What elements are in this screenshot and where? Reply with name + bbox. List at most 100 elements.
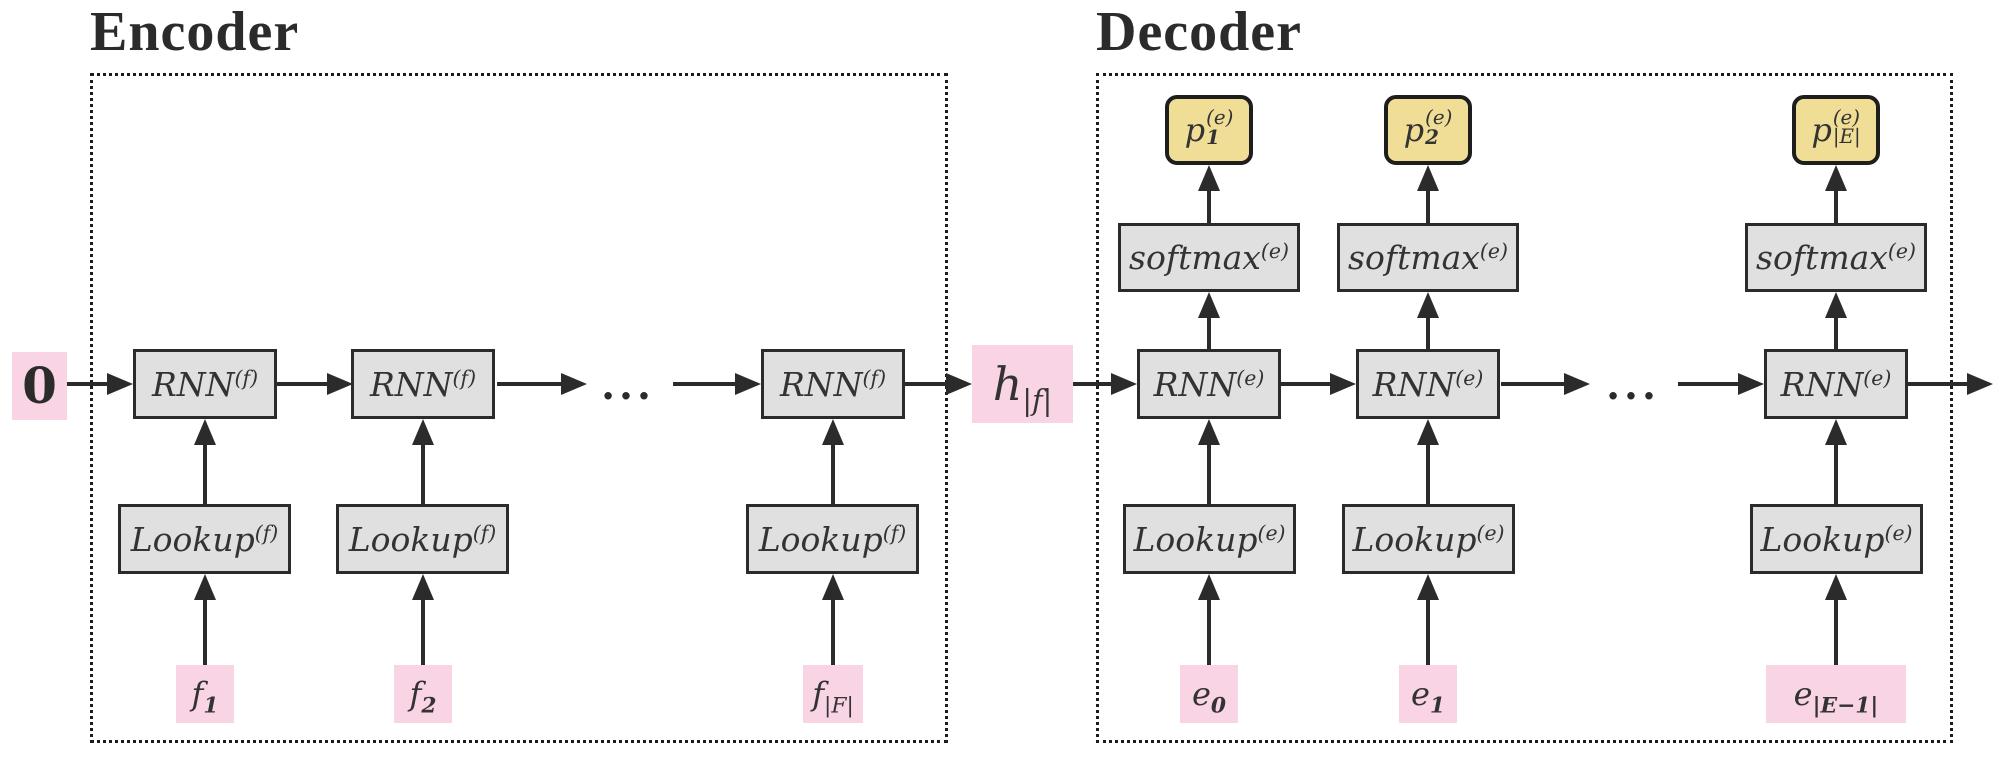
arrow-input-to-lookup-encoder-1-head xyxy=(194,574,216,600)
arrow-decoder-rnn-2-out-line xyxy=(1501,382,1566,386)
encoder-lookup-1: Lookup(f) xyxy=(118,504,291,574)
decoder-rnn-2-label: RNN(e) xyxy=(1372,364,1484,404)
arrow-rnn-to-softmax-decoder-2-head xyxy=(1417,292,1439,318)
decoder-rnn-1: RNN(e) xyxy=(1137,349,1281,419)
decoder-rnn-3: RNN(e) xyxy=(1764,349,1908,419)
encoder-lookup-2: Lookup(f) xyxy=(336,504,509,574)
decoder-lookup-1-label: Lookup(e) xyxy=(1133,519,1286,559)
arrow-encoder-rnn-3-in-head xyxy=(735,373,761,395)
arrow-lookup-to-rnn-decoder-3-head xyxy=(1825,419,1847,445)
encoder-rnn-2: RNN(f) xyxy=(351,349,495,419)
decoder-lookup-3-label: Lookup(e) xyxy=(1760,519,1913,559)
decoder-prob-2: p(e)2 xyxy=(1384,95,1472,165)
decoder-lookup-2-label: Lookup(e) xyxy=(1352,519,1505,559)
arrow-input-to-lookup-decoder-3-line xyxy=(1834,596,1838,665)
encoder-lookup-2-label: Lookup(f) xyxy=(348,519,497,559)
decoder-softmax-3: softmax(e) xyxy=(1745,223,1927,292)
arrow-input-to-lookup-encoder-2-head xyxy=(412,574,434,600)
decoder-softmax-1: softmax(e) xyxy=(1118,223,1300,292)
decoder-prob-1-label: p(e)1 xyxy=(1184,106,1234,149)
arrow-input-to-lookup-decoder-1-head xyxy=(1198,574,1220,600)
arrow-input-to-lookup-decoder-2-line xyxy=(1426,596,1430,665)
encoder-rnn-3-label: RNN(f) xyxy=(779,364,887,404)
arrow-decoder-rnn-1-to-2-head xyxy=(1330,373,1356,395)
arrow-lookup-to-rnn-decoder-3-line xyxy=(1834,441,1838,504)
arrow-rnn-to-softmax-decoder-1-head xyxy=(1198,292,1220,318)
encoder-lookup-3-label: Lookup(f) xyxy=(758,519,907,559)
encoder-input-3-label: f|F| xyxy=(812,675,854,719)
encoder-lookup-3: Lookup(f) xyxy=(746,504,919,574)
arrow-decoder-rnn-1-to-2-line xyxy=(1281,382,1332,386)
encoder-title: Encoder xyxy=(90,1,300,63)
arrow-input-to-lookup-decoder-3-head xyxy=(1825,574,1847,600)
decoder-rnn-2: RNN(e) xyxy=(1356,349,1500,419)
encoder-rnn-1-label: RNN(f) xyxy=(151,364,259,404)
hidden-state-label: h|f| xyxy=(992,357,1053,417)
arrow-decoder-rnn-3-in-line xyxy=(1678,382,1740,386)
arrow-init-to-encoder-rnn-1-head xyxy=(107,373,133,395)
arrow-lookup-to-rnn-decoder-1-line xyxy=(1207,441,1211,504)
decoder-lookup-1: Lookup(e) xyxy=(1123,504,1296,574)
encoder-input-2-label: f2 xyxy=(409,675,437,719)
decoder-lookup-2: Lookup(e) xyxy=(1342,504,1515,574)
initial-state-label: 0 xyxy=(22,356,57,415)
arrow-lookup-to-rnn-decoder-2-line xyxy=(1426,441,1430,504)
decoder-title: Decoder xyxy=(1096,1,1303,63)
arrow-lookup-to-rnn-encoder-1-line xyxy=(203,441,207,504)
arrow-lookup-to-rnn-encoder-2-head xyxy=(412,419,434,445)
arrow-softmax-to-prob-decoder-1-head xyxy=(1198,165,1220,191)
decoder-input-2: e1 xyxy=(1399,665,1457,723)
arrow-lookup-to-rnn-encoder-3-head xyxy=(822,419,844,445)
decoder-softmax-2: softmax(e) xyxy=(1337,223,1519,292)
encoder-initial-state: 0 xyxy=(12,352,67,420)
decoder-boundary xyxy=(1096,73,1953,743)
encoder-lookup-1-label: Lookup(f) xyxy=(130,519,279,559)
arrow-encoder-rnn-2-out-head xyxy=(561,373,587,395)
arrow-init-to-encoder-rnn-1-line xyxy=(67,382,109,386)
arrow-rnn-to-softmax-decoder-1-line xyxy=(1207,314,1211,349)
hidden-state: h|f| xyxy=(972,345,1073,423)
decoder-softmax-2-label: softmax(e) xyxy=(1348,238,1508,277)
arrow-input-to-lookup-decoder-2-head xyxy=(1417,574,1439,600)
arrow-rnn-to-softmax-decoder-3-head xyxy=(1825,292,1847,318)
encoder-input-2: f2 xyxy=(394,665,452,723)
decoder-softmax-3-label: softmax(e) xyxy=(1756,238,1916,277)
encoder-ellipsis: ... xyxy=(601,362,655,409)
arrow-lookup-to-rnn-decoder-2-head xyxy=(1417,419,1439,445)
decoder-input-1: e0 xyxy=(1180,665,1238,723)
arrow-lookup-to-rnn-decoder-1-head xyxy=(1198,419,1220,445)
decoder-prob-1: p(e)1 xyxy=(1165,95,1253,165)
arrow-softmax-to-prob-decoder-2-head xyxy=(1417,165,1439,191)
decoder-rnn-3-label: RNN(e) xyxy=(1780,364,1892,404)
arrow-input-to-lookup-encoder-3-head xyxy=(822,574,844,600)
arrow-encoder-rnn-2-out-line xyxy=(497,382,563,386)
arrow-softmax-to-prob-decoder-3-head xyxy=(1825,165,1847,191)
arrow-decoder-rnn-3-in-head xyxy=(1738,373,1764,395)
arrow-rnn-to-softmax-decoder-3-line xyxy=(1834,314,1838,349)
arrow-softmax-to-prob-decoder-2-line xyxy=(1426,187,1430,223)
arrow-lookup-to-rnn-encoder-2-line xyxy=(421,441,425,504)
encoder-input-1: f1 xyxy=(176,665,234,723)
decoder-rnn-1-label: RNN(e) xyxy=(1153,364,1265,404)
arrow-rnn-to-softmax-decoder-2-line xyxy=(1426,314,1430,349)
encoder-rnn-2-label: RNN(f) xyxy=(369,364,477,404)
decoder-input-2-label: e1 xyxy=(1410,675,1446,719)
arrow-encoder-rnn-1-to-2-head xyxy=(327,373,353,395)
arrow-softmax-to-prob-decoder-1-line xyxy=(1207,187,1211,223)
arrow-input-to-lookup-decoder-1-line xyxy=(1207,596,1211,665)
arrow-hidden-to-decoder-rnn-1-line xyxy=(1073,382,1113,386)
arrow-lookup-to-rnn-encoder-1-head xyxy=(194,419,216,445)
decoder-lookup-3: Lookup(e) xyxy=(1750,504,1923,574)
arrow-softmax-to-prob-decoder-3-line xyxy=(1834,187,1838,223)
arrow-hidden-to-decoder-rnn-1-head xyxy=(1111,373,1137,395)
arrow-encoder-rnn-3-in-line xyxy=(673,382,737,386)
encoder-input-3: f|F| xyxy=(803,665,863,723)
arrow-input-to-lookup-encoder-2-line xyxy=(421,596,425,665)
arrow-decoder-rnn-2-out-head xyxy=(1564,373,1590,395)
decoder-softmax-1-label: softmax(e) xyxy=(1129,238,1289,277)
arrow-input-to-lookup-encoder-3-line xyxy=(831,596,835,665)
arrow-encoder-rnn-3-to-hidden-line xyxy=(905,382,948,386)
decoder-input-1-label: e0 xyxy=(1191,675,1227,719)
encoder-rnn-3: RNN(f) xyxy=(761,349,905,419)
